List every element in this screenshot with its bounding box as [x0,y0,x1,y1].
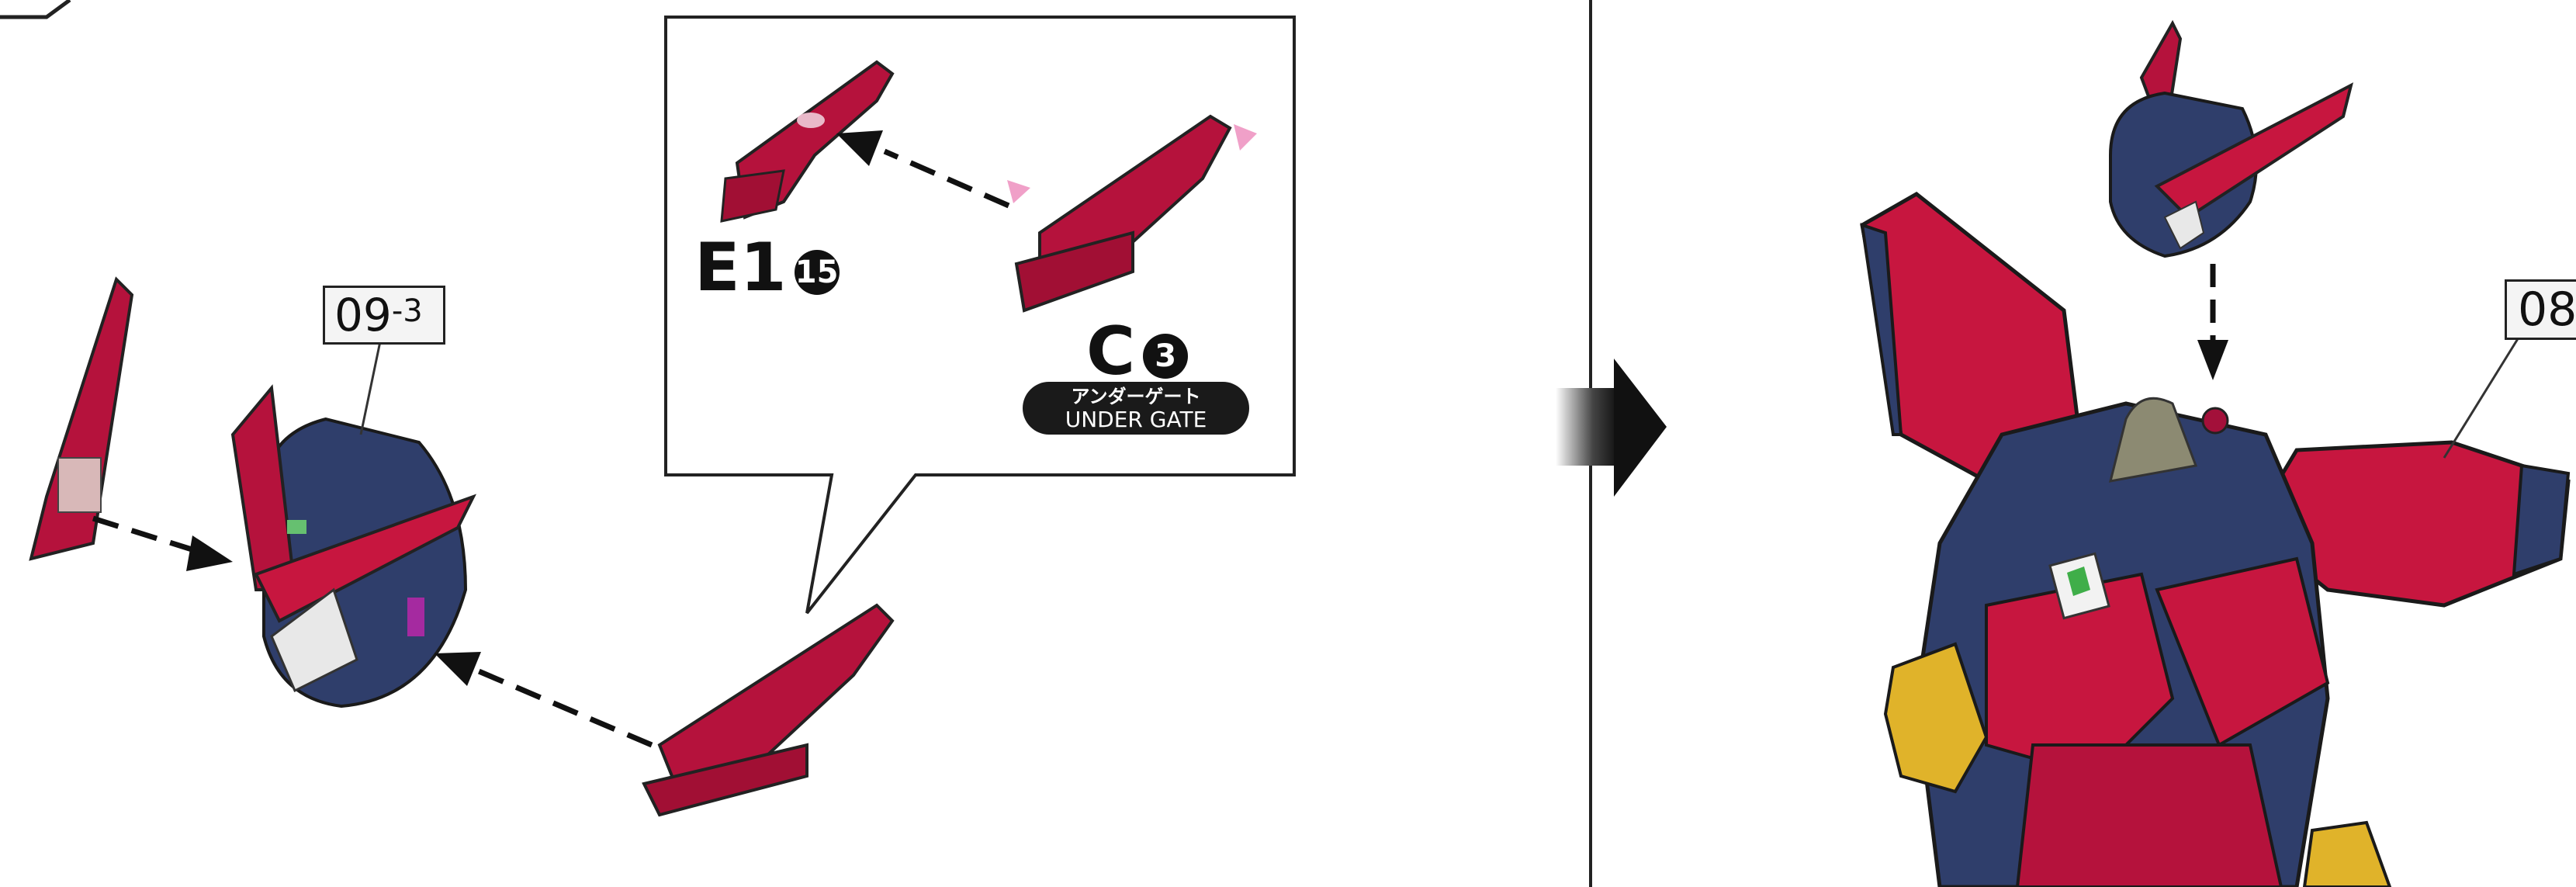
robot-hand-right [2304,823,2390,887]
robot-head-part [2110,23,2351,256]
tag-leader-line [2444,338,2519,458]
assembly-arrow-down [2197,264,2228,380]
step-tag-08: 08 [2505,279,2576,340]
